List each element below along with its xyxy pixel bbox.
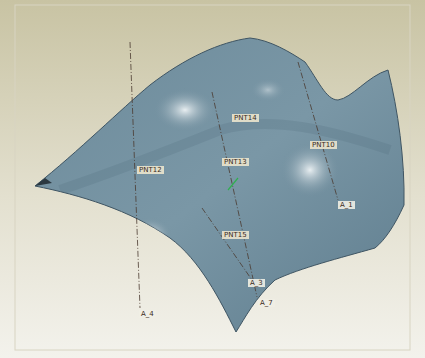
wavy-surface bbox=[35, 38, 404, 332]
axis-lines bbox=[130, 42, 338, 308]
axis-label: A_7 bbox=[258, 299, 275, 307]
point-label: PNT13 bbox=[222, 158, 249, 166]
marker bbox=[228, 178, 238, 190]
point-label: PNT14 bbox=[232, 114, 259, 122]
axis-label: A_1 bbox=[338, 201, 355, 209]
point-label: PNT12 bbox=[137, 166, 164, 174]
point-label: PNT15 bbox=[222, 231, 249, 239]
point-label: PNT10 bbox=[310, 141, 337, 149]
axis-label: A_4 bbox=[139, 310, 156, 318]
axis-label: A_3 bbox=[248, 279, 265, 287]
